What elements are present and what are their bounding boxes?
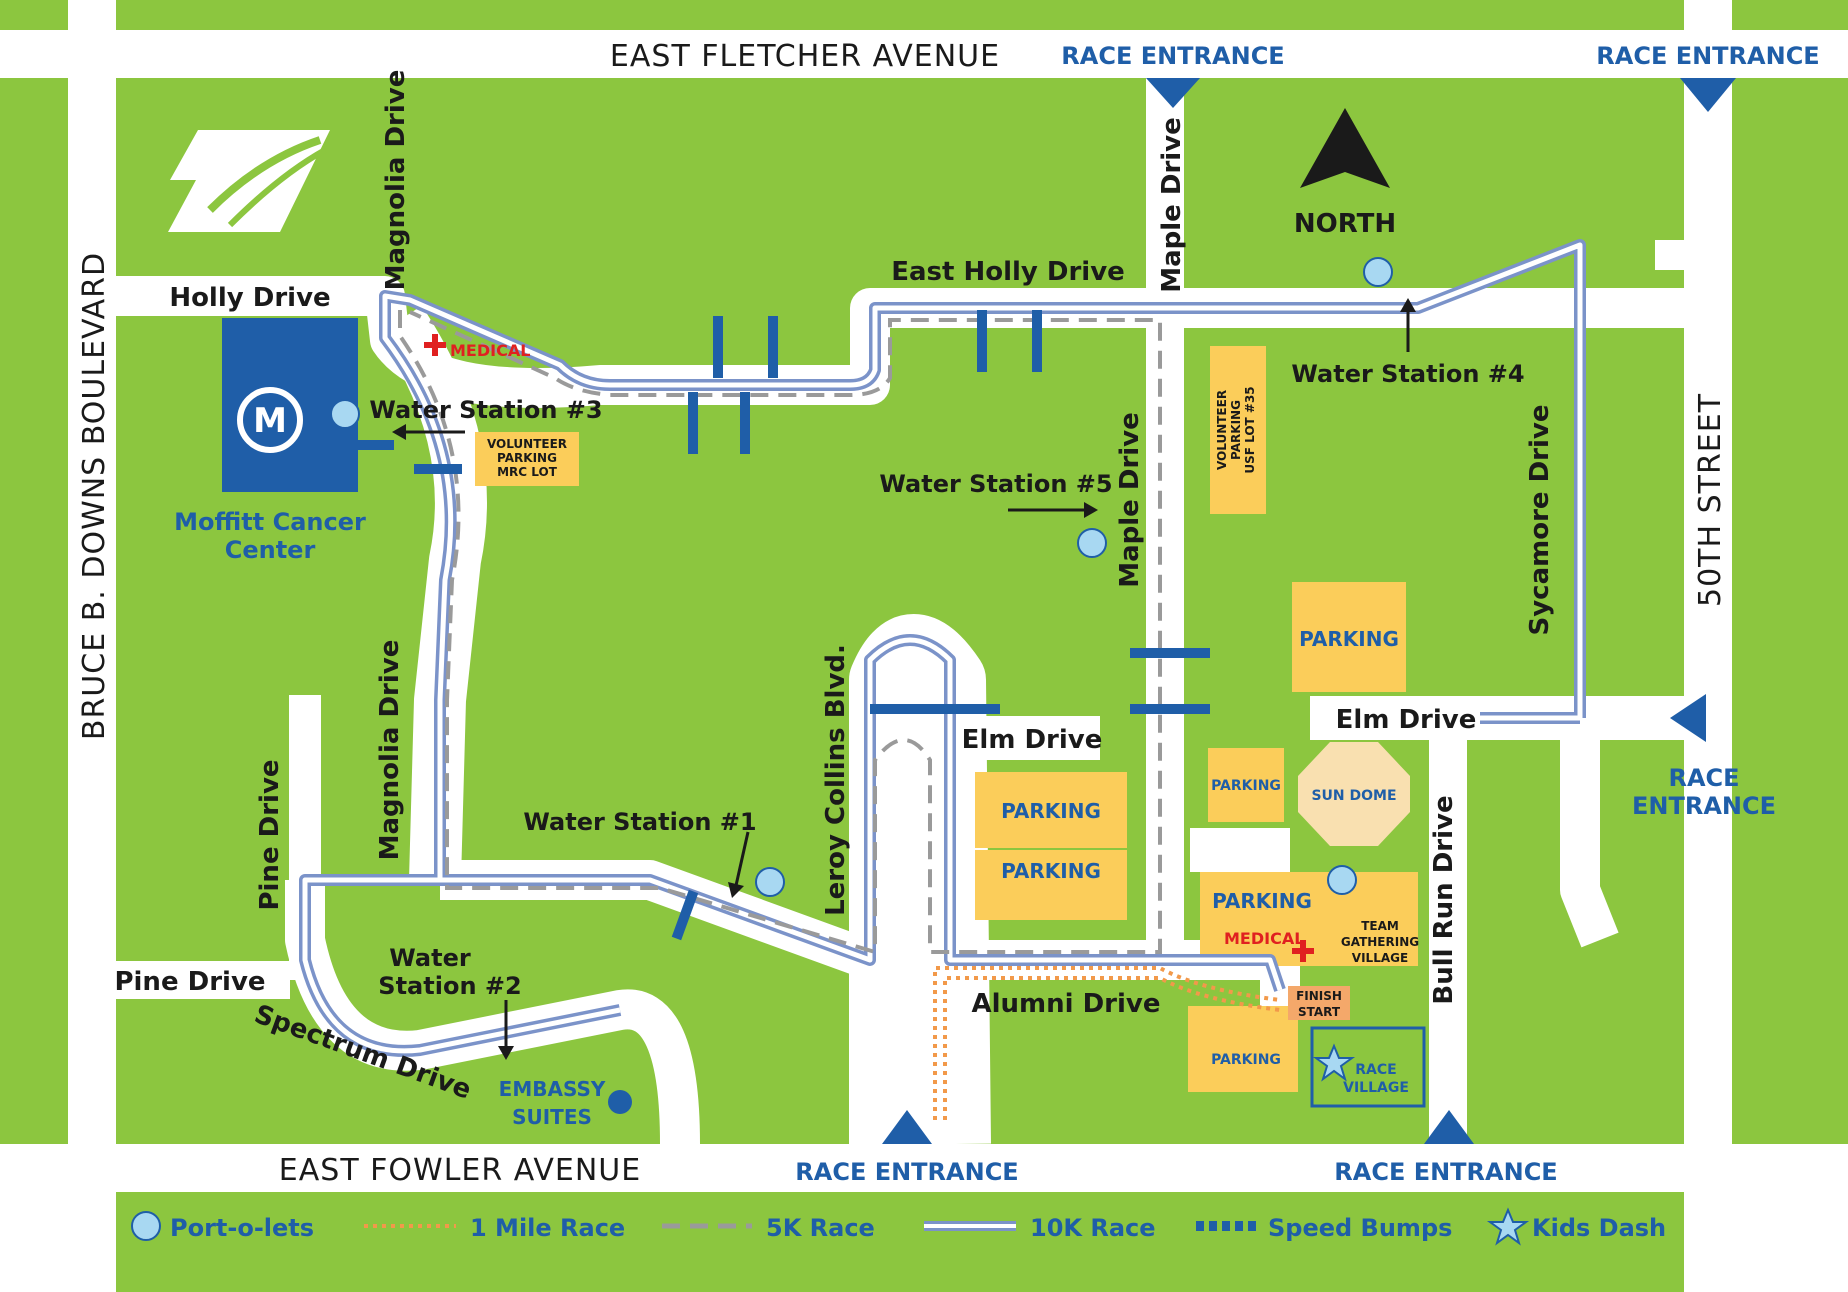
usf-line1: VOLUNTEER xyxy=(1215,390,1229,470)
finish-label: FINISH xyxy=(1296,989,1342,1003)
legend-1mile: 1 Mile Race xyxy=(470,1214,625,1242)
elm-mid-label: Elm Drive xyxy=(962,725,1103,755)
race-village-box xyxy=(1310,1026,1426,1108)
entrance-bottom-leroy-label: RACE ENTRANCE xyxy=(795,1158,1018,1186)
portolet-icon xyxy=(1363,257,1393,287)
entrance-arrows xyxy=(882,78,1736,1144)
entrance-top-right-label: RACE ENTRANCE xyxy=(1596,42,1819,70)
moffitt-line2: Center xyxy=(225,536,316,564)
parking-label: PARKING xyxy=(1212,889,1312,913)
usf-line2: PARKING xyxy=(1229,400,1243,460)
usf-line3: USF LOT #35 xyxy=(1243,386,1257,473)
portolet-icon xyxy=(330,399,360,429)
maple-mid-label: Maple Drive xyxy=(1115,412,1145,588)
maple-top-label: Maple Drive xyxy=(1157,117,1187,293)
moffitt-line1: Moffitt Cancer xyxy=(174,508,366,536)
legend-speed-bumps: Speed Bumps xyxy=(1268,1214,1452,1242)
parking-label: PARKING xyxy=(1001,799,1101,823)
magnolia-bottom-label: Magnolia Drive xyxy=(375,640,405,861)
holly-drive-label: Holly Drive xyxy=(169,283,330,313)
parking-label: PARKING xyxy=(1001,859,1101,883)
sun-dome-label: SUN DOME xyxy=(1311,788,1396,804)
elm-right-label: Elm Drive xyxy=(1336,705,1477,735)
race-village-line1: RACE xyxy=(1355,1062,1396,1078)
team-line2: GATHERING xyxy=(1341,935,1419,949)
entrance-right-line1: RACE xyxy=(1668,764,1739,792)
north-arrow-icon xyxy=(1300,108,1390,188)
legend-kids-dash-star-icon xyxy=(1486,1207,1530,1246)
parking-label: PARKING xyxy=(1299,627,1399,651)
embassy-icon xyxy=(608,1090,632,1114)
east-fowler-label: EAST FOWLER AVENUE xyxy=(279,1153,641,1188)
route-5k xyxy=(398,310,1162,955)
route-1mile xyxy=(933,966,1281,1120)
embassy-line1: EMBASSY xyxy=(499,1077,606,1101)
entrance-top-maple-label: RACE ENTRANCE xyxy=(1061,42,1284,70)
portolet-icon xyxy=(1077,528,1107,558)
team-line3: VILLAGE xyxy=(1352,951,1408,965)
medical-top-label: MEDICAL xyxy=(450,341,530,360)
right-diagonal-road xyxy=(1560,740,1619,948)
mrc-line3: MRC LOT xyxy=(497,465,558,479)
parking-lots xyxy=(475,346,1418,1092)
legend-5k: 5K Race xyxy=(766,1214,875,1242)
water-station-arrows xyxy=(392,298,1416,1060)
legend-10k: 10K Race xyxy=(1030,1214,1156,1242)
bruce-downs-label: BRUCE B. DOWNS BOULEVARD xyxy=(77,252,112,740)
water-station-2-line1: Water xyxy=(389,944,471,972)
alumni-label: Alumni Drive xyxy=(971,989,1160,1019)
compass-label: NORTH xyxy=(1294,209,1396,239)
water-station-3-label: Water Station #3 xyxy=(369,396,602,424)
portolets xyxy=(330,257,1393,897)
start-label: START xyxy=(1298,1005,1341,1019)
magnolia-top-label: Magnolia Drive xyxy=(381,70,411,291)
sun-dome-shape xyxy=(1298,742,1410,846)
water-station-4-label: Water Station #4 xyxy=(1291,360,1524,388)
bull-run-label: Bull Run Drive xyxy=(1429,795,1459,1004)
pine-horizontal-label: Pine Drive xyxy=(114,967,265,997)
embassy-line2: SUITES xyxy=(512,1105,592,1129)
pine-vertical-label: Pine Drive xyxy=(255,759,285,910)
fiftieth-street-label: 50TH STREET xyxy=(1693,393,1728,607)
mrc-line1: VOLUNTEER xyxy=(487,437,567,451)
speed-bumps xyxy=(338,310,1210,941)
legend-kids-dash: Kids Dash xyxy=(1532,1214,1666,1242)
parking-label: PARKING xyxy=(1211,1052,1281,1068)
legend: Port-o-lets 1 Mile Race 5K Race 10K Race… xyxy=(131,1207,1666,1246)
mrc-line2: PARKING xyxy=(497,451,557,465)
legend-portolet-icon xyxy=(131,1211,161,1241)
kids-dash-star-icon xyxy=(1312,1043,1356,1082)
east-fletcher-label: EAST FLETCHER AVENUE xyxy=(610,39,1000,74)
entrance-right-line2: ENTRANCE xyxy=(1632,792,1776,820)
moffitt-icon xyxy=(237,387,303,453)
sycamore-label: Sycamore Drive xyxy=(1525,405,1555,636)
race-village-line2: VILLAGE xyxy=(1343,1080,1409,1096)
water-station-2-line2: Station #2 xyxy=(378,972,521,1000)
legend-portolets: Port-o-lets xyxy=(170,1214,314,1242)
svg-text:M: M xyxy=(253,401,287,441)
parking-label: PARKING xyxy=(1211,778,1281,794)
moffitt-logo-icon xyxy=(168,130,330,232)
entrance-bottom-bullrun-label: RACE ENTRANCE xyxy=(1334,1158,1557,1186)
water-station-5-label: Water Station #5 xyxy=(879,470,1112,498)
medical-bottom-label: MEDICAL xyxy=(1224,929,1304,948)
portolet-icon xyxy=(1327,865,1357,895)
leroy-label: Leroy Collins Blvd. xyxy=(821,644,851,916)
team-line1: TEAM xyxy=(1361,919,1399,933)
east-holly-drive-label: East Holly Drive xyxy=(891,257,1125,287)
portolet-icon xyxy=(755,867,785,897)
medical-cross-icon xyxy=(424,334,1314,962)
water-station-1-label: Water Station #1 xyxy=(523,808,756,836)
